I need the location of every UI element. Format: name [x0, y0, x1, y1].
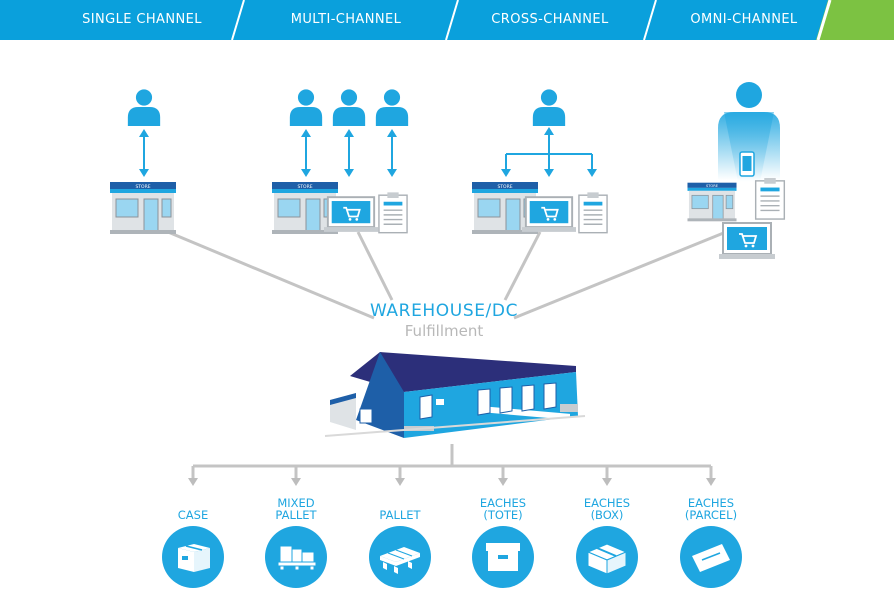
unit-eaches-tote: [472, 526, 534, 588]
pallet-icon: [380, 547, 420, 574]
customer-icon: [532, 89, 566, 126]
customer-icon: [332, 89, 366, 126]
bidirectional-arrow-icon: [387, 129, 397, 177]
banner-divider: [643, 0, 657, 40]
open-box-icon: [586, 543, 628, 575]
arrow-head: [544, 127, 554, 135]
unit-label-line2: (PARCEL): [684, 508, 738, 522]
unit-label-eaches-tote: EACHES (TOTE): [448, 497, 558, 521]
unit-label-case: CASE: [138, 509, 248, 521]
bidirectional-arrow-icon: [139, 129, 149, 177]
store-icon: [687, 182, 737, 222]
banner-divider: [231, 0, 245, 40]
arrow-down-icon: [395, 478, 405, 486]
omni-customer-body: [718, 112, 780, 180]
bidirectional-arrow-icon: [344, 129, 354, 177]
unit-label-mixed-pallet: MIXED PALLET: [241, 497, 351, 521]
hub-title: WAREHOUSE/DC: [369, 301, 519, 321]
unit-label-line1: CASE: [177, 508, 209, 522]
parcel-icon: [692, 544, 730, 572]
bidirectional-arrow-icon: [301, 129, 311, 177]
banner-divider: [445, 0, 459, 40]
channel-connectors: [167, 230, 727, 320]
banner-green-accent: [816, 0, 894, 40]
smartphone-screen: [742, 156, 752, 171]
unit-label-line1: EACHES: [583, 496, 631, 510]
catalog-icon: [754, 178, 786, 220]
laptop-cart-icon: [522, 196, 576, 233]
laptop-cart-icon: [718, 222, 776, 261]
arrow-head: [544, 169, 554, 177]
unit-label-line2: (BOX): [590, 508, 624, 522]
unit-label-line1: MIXED: [277, 496, 315, 510]
unit-eaches-box: [576, 526, 638, 588]
arrow-down-icon: [602, 478, 612, 486]
box-icon: [178, 544, 210, 572]
catalog-icon: [578, 192, 608, 234]
customer-icon: [127, 89, 161, 126]
distribution-tree: [191, 444, 713, 478]
unit-label-eaches-box: EACHES (BOX): [552, 497, 662, 521]
unit-label-line1: EACHES: [479, 496, 527, 510]
unit-eaches-parcel: [680, 526, 742, 588]
store-sign-label: STORE: [135, 184, 150, 190]
unit-label-line1: PALLET: [379, 508, 421, 522]
hub-subtitle: Fulfillment: [404, 322, 484, 340]
cross-channel-group: STORE: [471, 89, 608, 234]
channel-label-multi: MULTI-CHANNEL: [290, 12, 402, 27]
branch-arrow-icon: [505, 132, 593, 172]
warehouse-illustration: [324, 352, 586, 438]
omni-channel-group: STORE: [687, 82, 786, 261]
store-sign-label: STORE: [297, 184, 312, 190]
customer-icon: [289, 89, 323, 126]
unit-label-line2: PALLET: [275, 508, 317, 522]
catalog-icon: [378, 192, 408, 234]
store-sign-label: STORE: [497, 184, 512, 190]
channel-label-single: SINGLE CHANNEL: [82, 12, 202, 27]
arrow-down-icon: [498, 478, 508, 486]
arrow-down-icon: [188, 478, 198, 486]
channel-label-omni: OMNI-CHANNEL: [690, 12, 798, 27]
laptop-cart-icon: [324, 196, 378, 233]
unit-label-line1: EACHES: [687, 496, 735, 510]
arrow-down-icon: [706, 478, 716, 486]
channel-banner: [0, 0, 894, 40]
tote-icon: [486, 543, 520, 571]
unit-label-pallet: PALLET: [345, 509, 455, 521]
banner-background: [0, 0, 828, 40]
unit-label-eaches-parcel: EACHES (PARCEL): [656, 497, 766, 521]
customer-icon: [375, 89, 409, 126]
channel-label-cross: CROSS-CHANNEL: [491, 12, 609, 27]
unit-label-line2: (TOTE): [483, 508, 523, 522]
arrow-head: [587, 169, 597, 177]
store-sign-label: STORE: [706, 184, 719, 188]
unit-case: [162, 526, 224, 588]
arrow-down-icon: [291, 478, 301, 486]
arrow-head: [501, 169, 511, 177]
multi-channel-group: STORE: [271, 89, 409, 234]
omni-customer-head: [736, 82, 762, 108]
unit-mixed-pallet: [265, 526, 327, 588]
mixed-pallet-icon: [277, 545, 317, 571]
unit-pallet: [369, 526, 431, 588]
banner-divider: [816, 0, 832, 40]
single-channel-group: STORE: [109, 89, 177, 234]
